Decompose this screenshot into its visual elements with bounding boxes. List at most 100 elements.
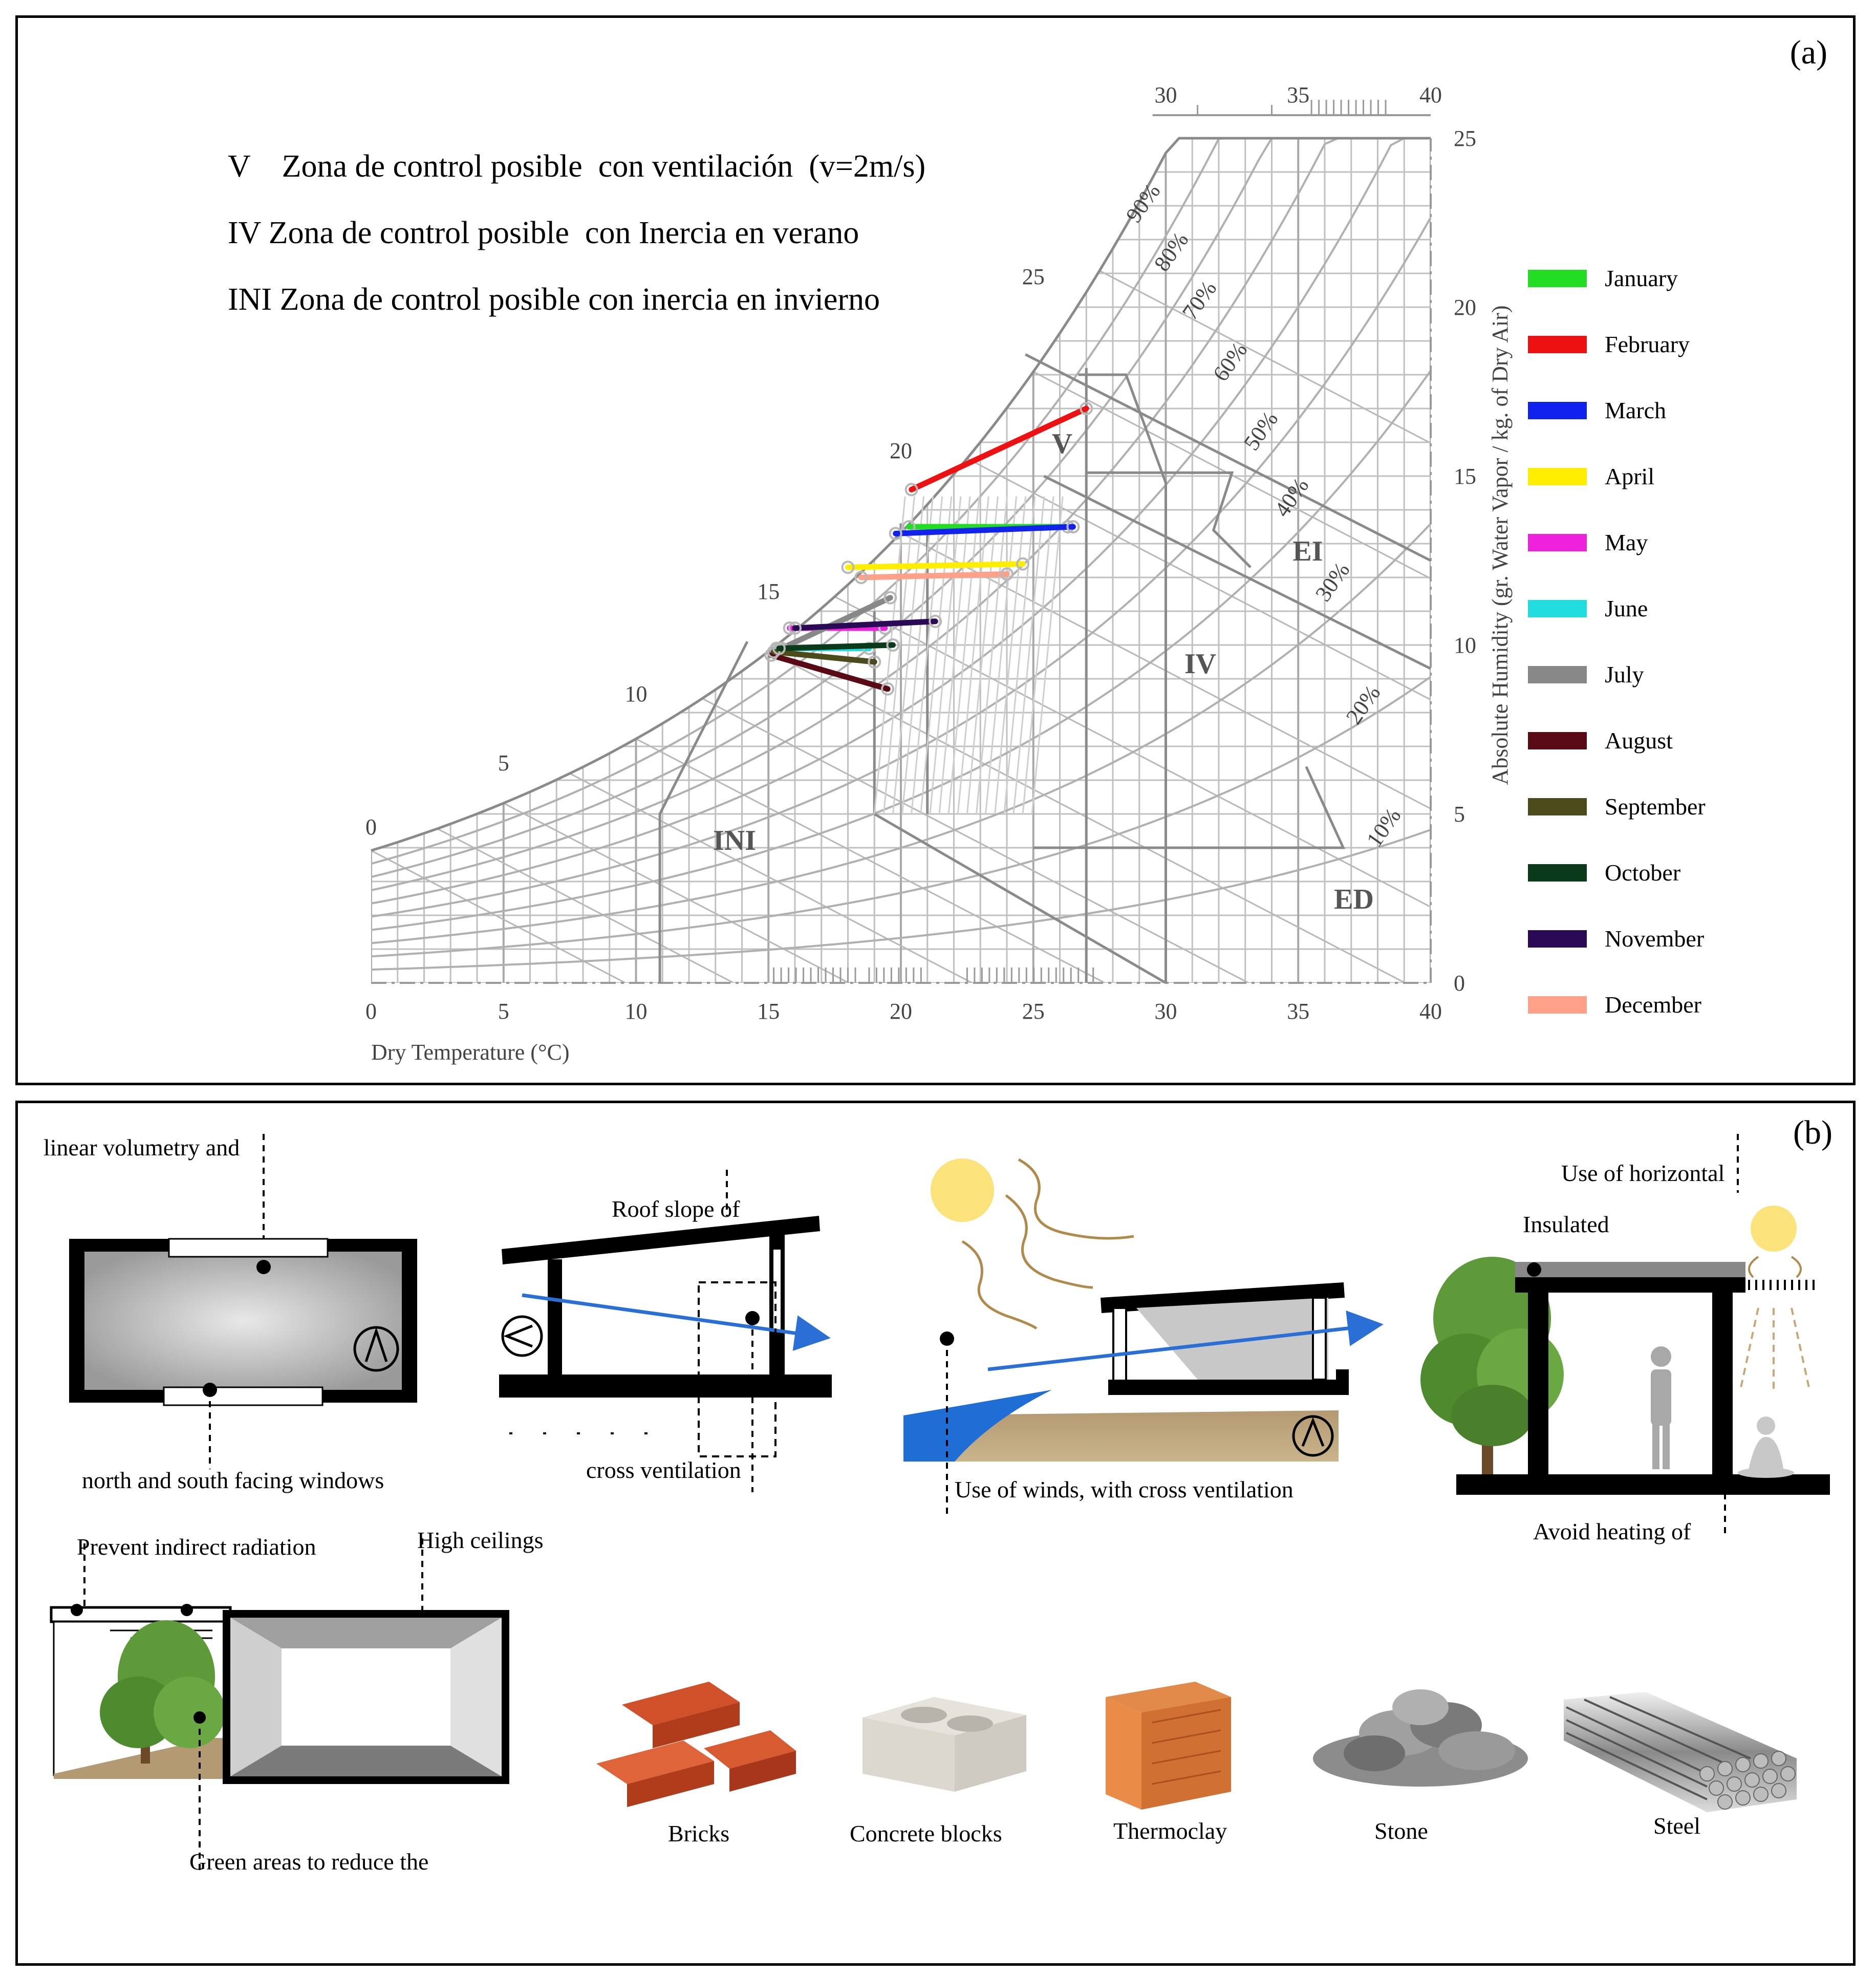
material-label-bricks: Bricks bbox=[668, 1820, 730, 1846]
zone-label-iv: IV bbox=[1184, 648, 1216, 680]
wet-bulb-label: 25 bbox=[1022, 264, 1045, 289]
legend-swatch-february bbox=[1528, 336, 1587, 353]
series-point-february bbox=[904, 483, 918, 497]
annotation-prevent-radiation: Prevent indirect radiation bbox=[77, 1534, 316, 1560]
plan-high-ceilings-drawing bbox=[50, 1538, 509, 1871]
legend-swatch-november bbox=[1528, 930, 1587, 948]
thermoclay-image bbox=[1106, 1682, 1231, 1810]
zone-label-ei: EI bbox=[1292, 535, 1323, 567]
top-tick-label: 35 bbox=[1287, 82, 1309, 108]
annotation-green-areas: Green areas to reduce the bbox=[189, 1849, 429, 1875]
y-tick-label: 10 bbox=[1454, 633, 1476, 658]
top-tick-label: 30 bbox=[1155, 82, 1177, 108]
rh-label: 10% bbox=[1362, 804, 1406, 852]
series-point-april bbox=[841, 561, 855, 574]
legend-label-january: January bbox=[1605, 265, 1678, 291]
series-point-november bbox=[929, 614, 942, 628]
legend-label-july: July bbox=[1605, 661, 1644, 688]
annotation-north-south-windows: north and south facing windows bbox=[82, 1467, 384, 1493]
legend-swatch-june bbox=[1528, 600, 1587, 617]
legend-label-may: May bbox=[1605, 529, 1648, 555]
person-sitting-icon bbox=[1738, 1416, 1794, 1478]
section-insulated-drawing bbox=[1420, 1134, 1830, 1538]
panel-b-label: (b) bbox=[1793, 1114, 1832, 1151]
material-label-thermoclay: Thermoclay bbox=[1113, 1818, 1227, 1844]
zone-legend-2: IV Zona de control posible con Inercia e… bbox=[228, 216, 859, 250]
month-series bbox=[764, 402, 1093, 696]
rh-label: 90% bbox=[1121, 179, 1165, 227]
x-tick-label: 40 bbox=[1419, 999, 1442, 1024]
strategy-drawings bbox=[50, 1134, 1830, 1871]
section-winds-drawing bbox=[903, 1158, 1384, 1518]
top-tick-label: 40 bbox=[1419, 82, 1442, 108]
series-point-july bbox=[883, 591, 897, 605]
legend-label-march: March bbox=[1605, 397, 1666, 423]
wet-bulb-label: 20 bbox=[890, 438, 912, 463]
hatched-zone bbox=[873, 496, 1064, 814]
series-point-april bbox=[1016, 557, 1030, 571]
wet-bulb-label: 0 bbox=[365, 814, 377, 840]
annotation-avoid-heating: Avoid heating of bbox=[1533, 1518, 1691, 1544]
x-tick-label: 10 bbox=[625, 999, 648, 1024]
x-tick-label: 25 bbox=[1022, 999, 1045, 1024]
series-october bbox=[772, 638, 900, 655]
annotation-insulated: Insulated bbox=[1523, 1211, 1609, 1237]
zone-legend-1: V Zona de control posible con ventilació… bbox=[228, 149, 925, 184]
series-line-february bbox=[909, 405, 1089, 492]
series-line-december bbox=[858, 571, 1010, 581]
legend-swatch-september bbox=[1528, 798, 1587, 815]
y-tick-label: 15 bbox=[1454, 464, 1476, 489]
person-standing-icon bbox=[1651, 1346, 1671, 1469]
legend-swatch-december bbox=[1528, 996, 1587, 1014]
zone-legend-3: INI Zona de control posible con inercia … bbox=[228, 282, 880, 317]
y-tick-label: 20 bbox=[1454, 295, 1476, 320]
plan-linear-volumetry-drawing bbox=[69, 1134, 417, 1469]
zone-label-v: V bbox=[1052, 428, 1072, 460]
series-point-february bbox=[1080, 402, 1093, 415]
series-august bbox=[764, 648, 895, 696]
legend-label-august: August bbox=[1605, 727, 1673, 754]
annotation-high-ceilings: High ceilings bbox=[417, 1527, 544, 1553]
concrete-block-image bbox=[862, 1697, 1026, 1792]
annotation-linear-volumetry: linear volumetry and bbox=[44, 1134, 240, 1161]
stone-image bbox=[1313, 1689, 1528, 1787]
series-november bbox=[788, 614, 942, 635]
sun-icon bbox=[1751, 1206, 1797, 1252]
legend-swatch-january bbox=[1528, 270, 1587, 287]
series-line-august bbox=[768, 652, 891, 692]
x-tick-label: 30 bbox=[1155, 999, 1177, 1024]
series-line-november bbox=[792, 618, 938, 631]
x-tick-label: 20 bbox=[890, 999, 912, 1024]
wet-bulb-label: 15 bbox=[757, 579, 780, 604]
legend-label-april: April bbox=[1605, 463, 1654, 489]
top-rug-ticks bbox=[1310, 100, 1387, 115]
x-tick-label: 15 bbox=[757, 999, 780, 1024]
y-tick-label: 0 bbox=[1454, 971, 1465, 996]
legend-swatch-october bbox=[1528, 864, 1587, 882]
steel-image bbox=[1564, 1692, 1797, 1812]
legend-label-june: June bbox=[1605, 595, 1648, 621]
y-tick-label: 5 bbox=[1454, 802, 1465, 827]
y-axis-title: Absolute Humidity (gr. Water Vapor / kg.… bbox=[1487, 305, 1513, 785]
x-tick-label: 0 bbox=[365, 999, 377, 1024]
annotation-cross-ventilation: cross ventilation bbox=[586, 1457, 741, 1483]
wet-bulb-label: 10 bbox=[625, 681, 648, 706]
series-line-october bbox=[776, 642, 896, 652]
legend-swatch-may bbox=[1528, 534, 1587, 551]
series-line-april bbox=[845, 561, 1026, 570]
series-point-august bbox=[764, 648, 778, 662]
series-march bbox=[889, 520, 1080, 541]
rh-label: 20% bbox=[1341, 681, 1385, 729]
series-line-september bbox=[771, 649, 877, 665]
legend-label-february: February bbox=[1605, 331, 1690, 357]
series-point-october bbox=[772, 641, 786, 655]
brick-image bbox=[596, 1682, 796, 1807]
series-april bbox=[841, 557, 1030, 574]
legend-swatch-march bbox=[1528, 402, 1587, 419]
legend-label-september: September bbox=[1605, 793, 1706, 820]
zone-label-ed: ED bbox=[1334, 884, 1374, 915]
series-point-march bbox=[1066, 520, 1080, 533]
series-point-march bbox=[889, 527, 902, 541]
